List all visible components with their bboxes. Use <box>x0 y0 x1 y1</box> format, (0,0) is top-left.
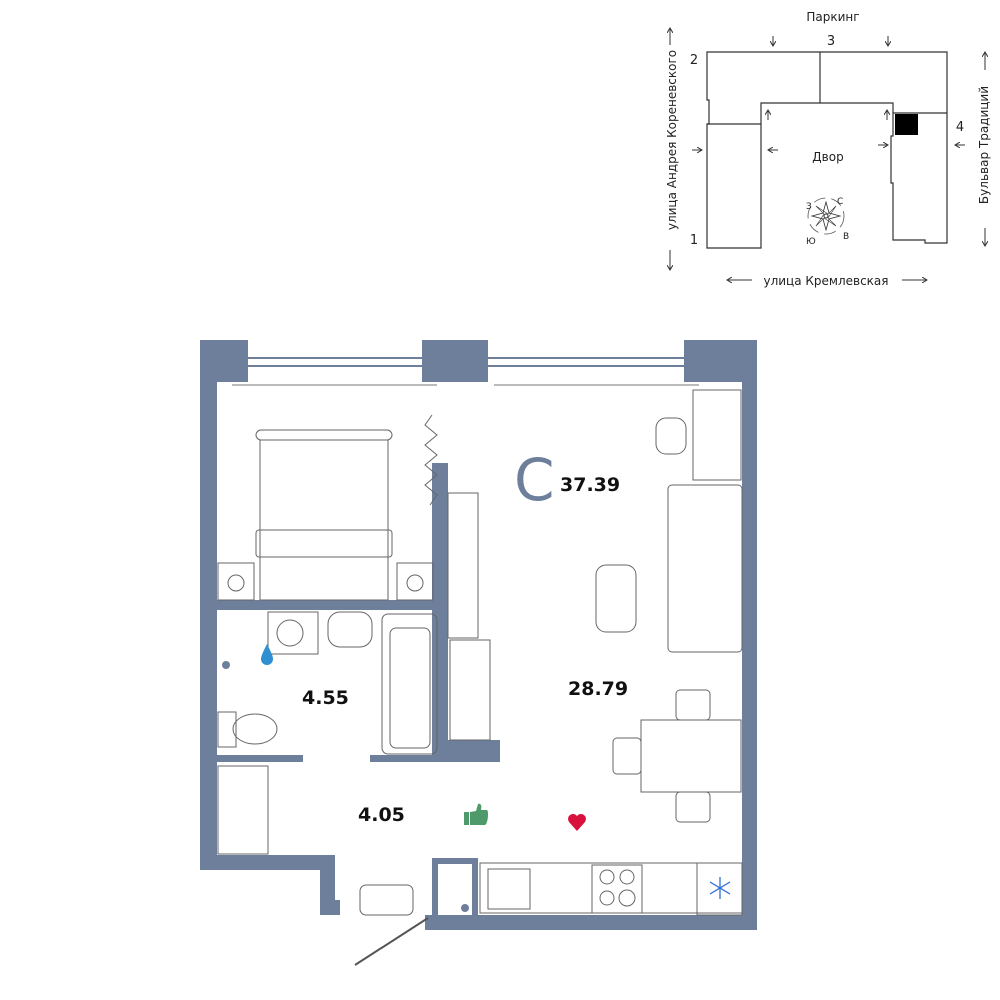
tv-stand <box>447 492 479 639</box>
sofa <box>667 484 743 653</box>
dining-table <box>640 719 742 793</box>
apartment-location-marker <box>895 114 918 135</box>
kitchen-counter <box>479 862 743 914</box>
riser-icon <box>461 904 469 912</box>
entrance-door <box>354 917 429 966</box>
street-bottom-label: улица Кремлевская <box>763 274 888 288</box>
site-plan: Паркинг улица Кремлевская улица Андрея К… <box>665 10 991 288</box>
bathtub <box>381 613 438 755</box>
office-chair <box>655 417 687 455</box>
entrance-arrows <box>670 28 985 280</box>
towel-radiator <box>217 765 269 855</box>
nightstand <box>217 562 255 601</box>
section-number: 3 <box>827 34 835 49</box>
windows <box>248 357 684 367</box>
coffee-table <box>595 564 637 633</box>
toilet <box>217 711 237 748</box>
section-number: 4 <box>956 120 964 135</box>
compass-west: З <box>806 202 812 212</box>
street-left-label: улица Андрея Кореневского <box>665 50 679 230</box>
desk <box>692 389 742 481</box>
furniture <box>217 389 743 966</box>
heart-icon <box>568 814 586 831</box>
section-number: 2 <box>690 53 698 68</box>
walls <box>200 340 757 930</box>
shoe-bench <box>359 884 414 916</box>
parking-label: Паркинг <box>806 10 859 24</box>
washing-machine <box>267 611 319 655</box>
thumbs-up-icon <box>464 803 489 825</box>
snowflake-icon <box>709 877 731 899</box>
kitchen-sink <box>487 868 531 910</box>
section-number: 1 <box>690 233 698 248</box>
compass-east: В <box>843 232 849 242</box>
riser-icon <box>222 661 230 669</box>
nightstand <box>396 562 434 601</box>
room-area-living: 28.79 <box>568 678 628 700</box>
room-area-bathroom: 4.55 <box>302 687 349 709</box>
compass-south: Ю <box>806 237 816 247</box>
sink <box>327 611 373 648</box>
compass-north: С <box>837 197 843 207</box>
cooktop <box>591 864 643 914</box>
apartment-type-letter: С <box>514 446 555 514</box>
street-right-label: Бульвар Традиций <box>977 86 991 204</box>
room-divider-curtain <box>424 414 438 506</box>
courtyard-label: Двор <box>812 150 843 164</box>
water-drop-icon <box>261 644 273 665</box>
room-area-hallway: 4.05 <box>358 804 405 826</box>
fridge <box>696 862 743 916</box>
total-area: 37.39 <box>560 474 620 496</box>
towel-radiator <box>449 639 491 741</box>
compass-icon: З С В Ю <box>806 197 849 247</box>
bed <box>259 439 389 601</box>
